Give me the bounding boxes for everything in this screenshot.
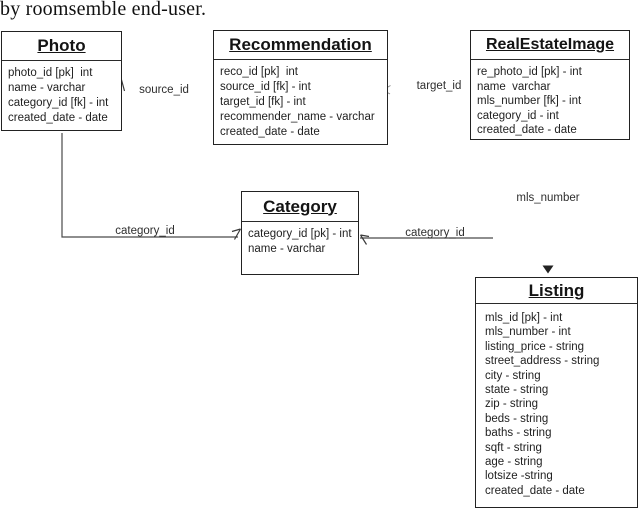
connector-photo-category (61, 133, 238, 238)
edge-label-image-category-id: category_id (405, 227, 465, 239)
field-row: zip - string (485, 398, 539, 411)
field-row: baths - string (485, 427, 552, 440)
arrowhead-listing-top (542, 265, 554, 274)
field-row: lotsize -string (485, 470, 553, 483)
arrowhead-category-left (231, 228, 242, 240)
entity-recommendation-title: Recommendation (229, 35, 372, 54)
entity-recommendation: Recommendation reco_id [pk] int source_id… (213, 30, 388, 145)
field-row: name - varchar (8, 82, 86, 94)
entity-listing-header: Listing (476, 278, 637, 304)
arrowhead-category-right (359, 234, 370, 245)
field-row: created_date - date (220, 126, 320, 138)
edge-label-source-id: source_id (139, 84, 189, 96)
field-row: mls_id [pk] - int (485, 312, 563, 324)
field-row: reco_id [pk] int (220, 66, 298, 78)
field-row: target_id [fk] - int (220, 96, 306, 108)
field-row: re_photo_id [pk] - int (477, 66, 582, 78)
entity-photo-title: Photo (37, 36, 86, 55)
entity-recommendation-fields: reco_id [pk] int source_id [fk] - int targ… (214, 60, 387, 140)
entity-category-fields: category_id [pk] - int name - varchar (242, 222, 358, 256)
field-row: created_date - date (8, 112, 108, 124)
entity-category: Category category_id [pk] - int name - va… (241, 191, 359, 275)
field-row: name varchar (477, 80, 551, 93)
entity-recommendation-header: Recommendation (214, 31, 387, 60)
field-row: created_date - date (477, 124, 577, 136)
entity-category-header: Category (242, 192, 358, 222)
entity-photo: Photo photo_id [pk] int name - varchar cat… (1, 31, 122, 131)
field-row: created_date - date (485, 484, 585, 497)
field-row: name - varchar (248, 242, 326, 255)
field-row: mls_number - int (485, 326, 571, 339)
field-row: mls_number [fk] - int (477, 95, 582, 107)
edge-label-photo-category-id: category_id (115, 225, 175, 237)
entity-photo-header: Photo (2, 32, 121, 61)
field-row: state - string (485, 384, 549, 397)
field-row: recommender_name - varchar (220, 111, 375, 123)
entity-real-estate-image: RealEstateImage re_photo_id [pk] - int na… (470, 30, 630, 140)
field-row: source_id [fk] - int (220, 81, 311, 93)
entity-listing-title: Listing (528, 280, 585, 300)
field-row: category_id [pk] - int (248, 228, 352, 240)
field-row: category_id [fk] - int (8, 97, 109, 109)
entity-real-estate-image-header: RealEstateImage (471, 31, 629, 60)
field-row: category_id - int (477, 109, 559, 122)
edge-label-target-id: target_id (416, 80, 462, 92)
entity-real-estate-image-fields: re_photo_id [pk] - int name varchar mls_nu… (471, 60, 629, 138)
field-row: listing_price - string (485, 340, 585, 353)
entity-listing: Listing mls_id [pk] - int mls_number - in… (475, 277, 638, 508)
field-row: photo_id [pk] int (8, 67, 93, 79)
caption-text: by roomsemble end-user. (0, 0, 207, 20)
field-row: age - string (485, 456, 543, 469)
entity-category-title: Category (263, 196, 337, 216)
edge-label-mls-number: mls_number (516, 192, 580, 204)
entity-photo-fields: photo_id [pk] int name - varchar category_… (2, 61, 121, 126)
field-row: city - string (485, 369, 541, 382)
field-row: sqft - string (485, 441, 542, 454)
field-row: beds - string (485, 412, 549, 425)
entity-real-estate-image-title: RealEstateImage (485, 36, 615, 53)
field-row: street_address - string (485, 355, 600, 368)
